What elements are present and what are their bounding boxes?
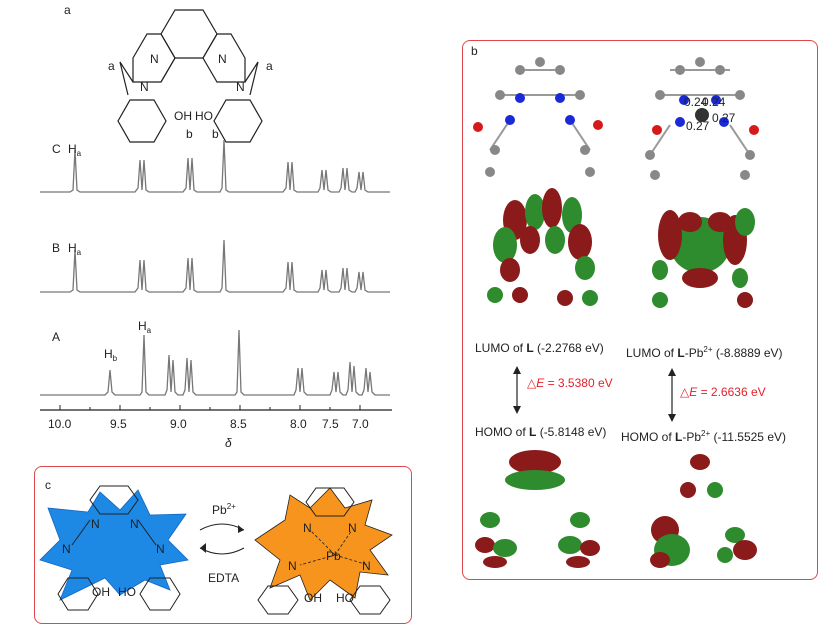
spectrum-a-hb: Hb (104, 347, 118, 363)
spectrum-c-ha: Ha (68, 142, 82, 158)
distance-3: 0.27 (712, 111, 736, 125)
lumo-ligand-orbital (487, 188, 598, 306)
lumo-complex-label: LUMO of L-Pb2+ (-8.8889 eV) (626, 345, 783, 360)
struct-oh: OH (174, 109, 192, 123)
arrow-reverse-label: EDTA (208, 571, 239, 585)
c-left-oh: OH (92, 585, 110, 599)
c-right-n2: N (348, 521, 357, 535)
spectrum-c (40, 139, 390, 193)
arrow-forward-label: Pb2+ (212, 502, 236, 517)
struct-b1: b (186, 127, 193, 141)
tick-7-0: 7.0 (352, 417, 369, 431)
c-right-ho: HO (336, 591, 354, 605)
c-left-n2: N (130, 517, 139, 531)
homo-ligand-label: HOMO of L (-5.8148 eV) (475, 425, 607, 439)
panel-b-box (462, 40, 818, 580)
tick-8-5: 8.5 (230, 417, 247, 431)
tick-10: 10.0 (48, 417, 72, 431)
distance-2: 0.24 (702, 95, 726, 109)
tick-8-0: 8.0 (290, 417, 307, 431)
panel-c-label: c (45, 478, 51, 492)
gap-ligand: △E = 3.5380 eV (527, 376, 613, 390)
tick-9-5: 9.5 (110, 417, 127, 431)
gap-complex: △E = 2.6636 eV (680, 385, 766, 399)
ball-stick-ligand (473, 57, 603, 177)
spectrum-b-ha: Ha (68, 241, 82, 257)
spectrum-a (40, 329, 390, 396)
c-left-n3: N (62, 542, 71, 556)
ligand-blue-star (39, 489, 189, 601)
panel-c-box (34, 466, 412, 624)
c-right-n1: N (303, 521, 312, 535)
ball-stick-complex (645, 57, 759, 180)
homo-ligand-orbital (475, 450, 600, 568)
c-left-ho: HO (118, 585, 136, 599)
homo-complex-orbital (650, 454, 757, 568)
tick-7-5: 7.5 (322, 417, 339, 431)
homo-complex-label: HOMO of L-Pb2+ (-11.5525 eV) (621, 429, 786, 444)
c-left-n1: N (91, 517, 100, 531)
spectrum-b (40, 239, 390, 293)
distance-1: 0.24 (684, 95, 708, 109)
c-right-pb: Pb (326, 549, 341, 563)
struct-n2: N (218, 52, 227, 66)
panel-a-label: a (64, 3, 71, 17)
distance-4: 0.27 (686, 119, 710, 133)
struct-b2: b (212, 127, 219, 141)
spectrum-a-ha: Ha (138, 319, 152, 335)
struct-n4: N (236, 80, 245, 94)
c-right-oh: OH (304, 591, 322, 605)
struct-ho: HO (195, 109, 213, 123)
x-axis-label: δ (225, 436, 232, 450)
struct-n3: N (140, 80, 149, 94)
struct-n1: N (150, 52, 159, 66)
tick-9-0: 9.0 (170, 417, 187, 431)
panel-b-label: b (471, 44, 478, 58)
c-right-n3: N (288, 559, 297, 573)
spectrum-b-label: B (52, 241, 60, 255)
lumo-ligand-label: LUMO of L (-2.2768 eV) (475, 341, 604, 355)
spectrum-c-label: C (52, 142, 61, 156)
struct-a-left: a (108, 59, 115, 73)
struct-a-right: a (266, 59, 273, 73)
c-right-n4: N (362, 559, 371, 573)
spectrum-a-label: A (52, 330, 60, 344)
lumo-complex-orbital (652, 208, 755, 308)
c-left-n4: N (156, 542, 165, 556)
